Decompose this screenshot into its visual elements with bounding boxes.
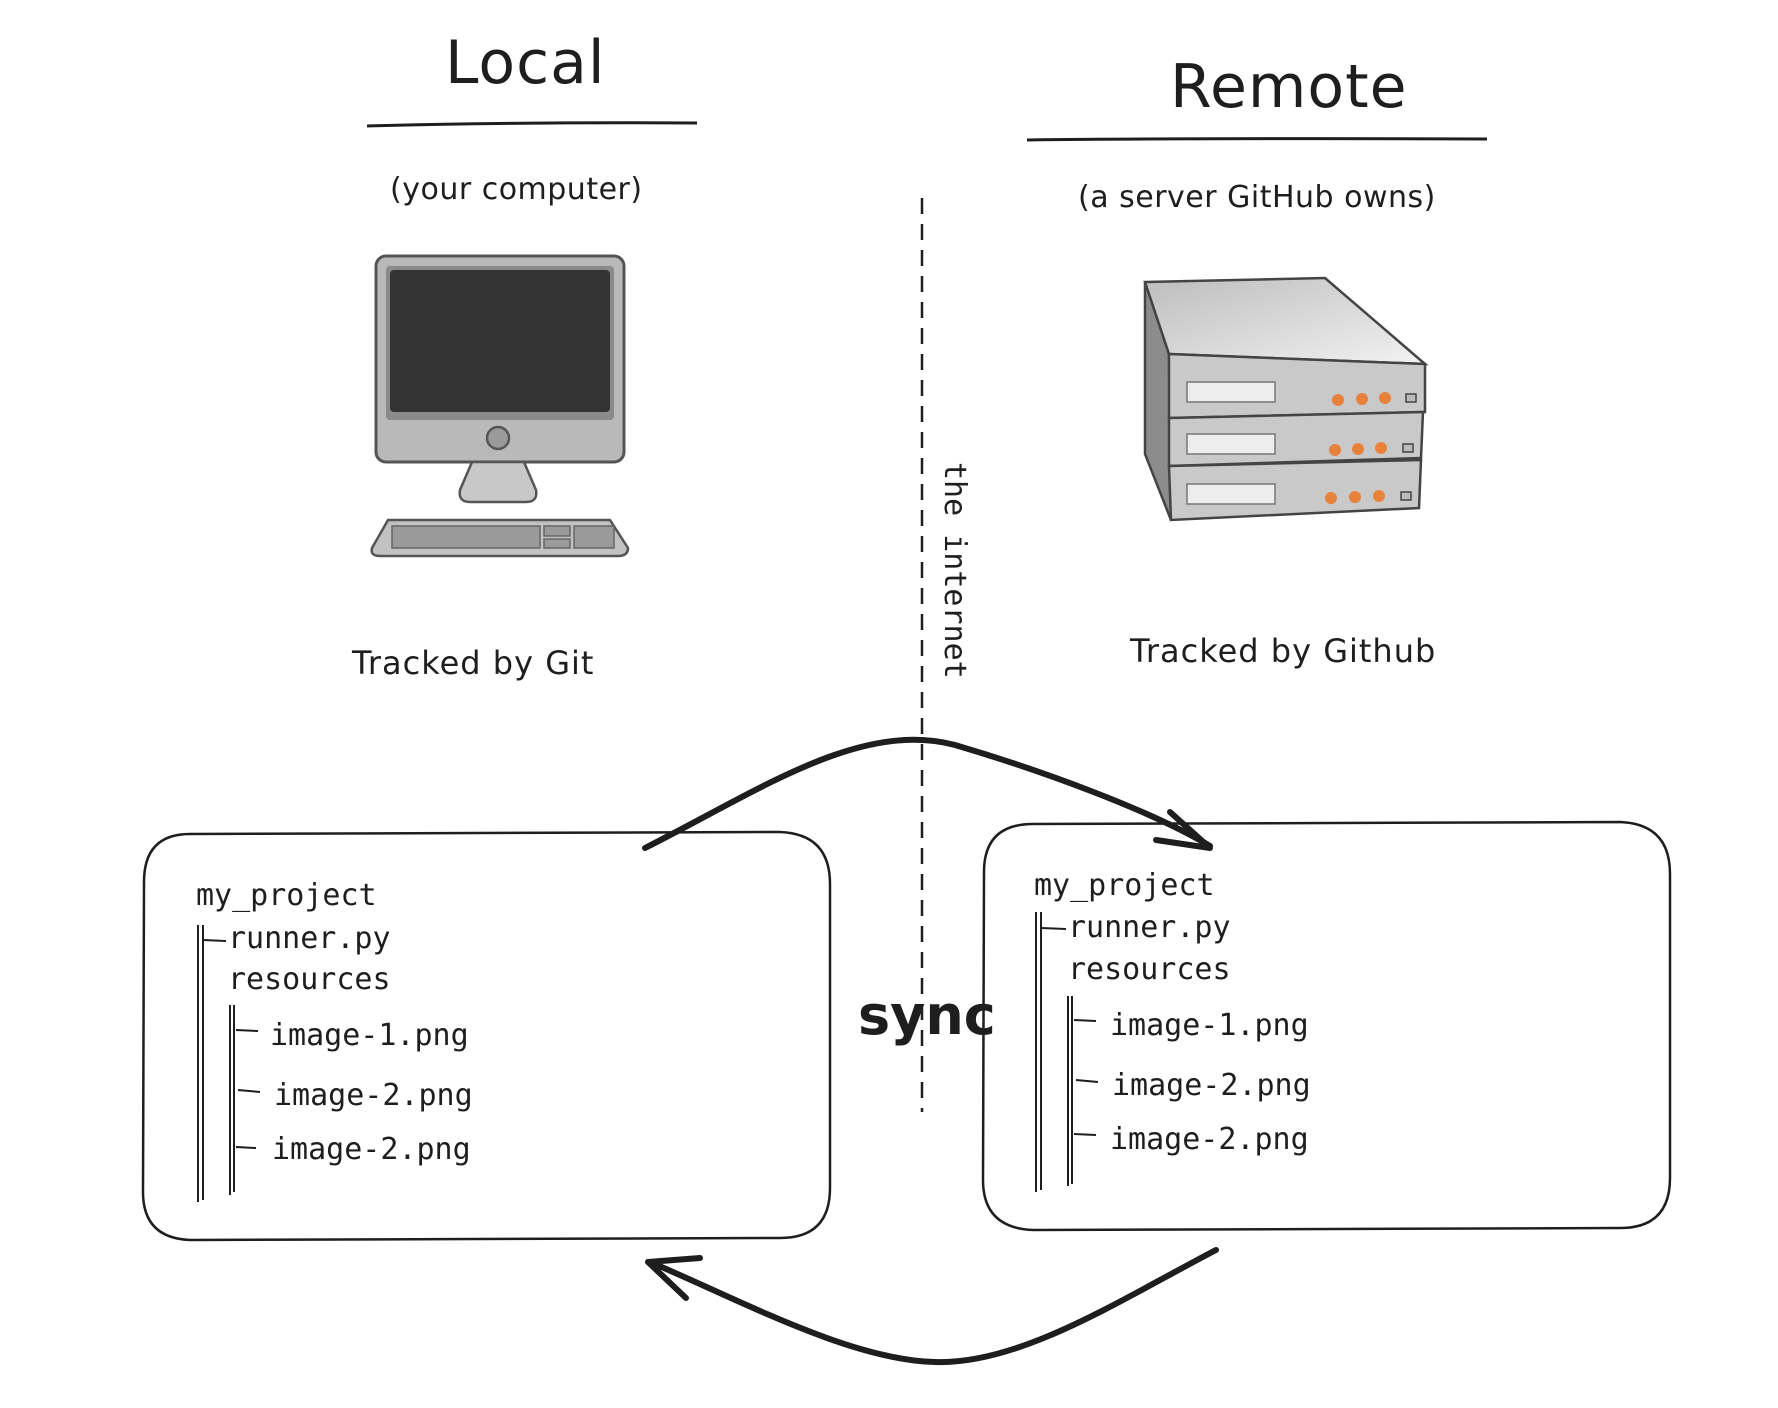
local-title: Local [445, 28, 606, 98]
desktop-computer-icon [370, 254, 630, 558]
internet-label: the internet [937, 462, 972, 679]
local-title-underline [366, 121, 698, 128]
tree-folder: resources [228, 962, 391, 997]
tree-folder: resources [1068, 952, 1231, 987]
remote-tree-lines [1035, 912, 1099, 1192]
remote-subtitle: (a server GitHub owns) [1078, 180, 1436, 215]
push-arrowhead [1153, 809, 1213, 851]
tree-child: image-1.png [1110, 1008, 1309, 1043]
local-tracked-label: Tracked by Git [352, 644, 595, 682]
push-arrow [642, 736, 1213, 851]
tree-file: runner.py [228, 921, 391, 956]
pull-arrow [647, 1247, 1219, 1366]
tree-child: image-2.png [272, 1132, 471, 1167]
local-tree-lines [197, 925, 261, 1202]
tree-child: image-2.png [274, 1078, 473, 1113]
tree-root: my_project [196, 878, 377, 913]
remote-title-underline [1026, 137, 1488, 142]
server-stack-icon [1143, 276, 1429, 522]
tree-file: runner.py [1068, 910, 1231, 945]
tree-child: image-2.png [1112, 1068, 1311, 1103]
tree-child: image-1.png [270, 1018, 469, 1053]
remote-project-box [981, 820, 1672, 1232]
local-subtitle: (your computer) [390, 172, 643, 207]
tree-child: image-2.png [1110, 1122, 1309, 1157]
remote-title: Remote [1170, 52, 1408, 122]
tree-root: my_project [1034, 868, 1215, 903]
pull-arrowhead [645, 1255, 703, 1301]
sync-label: sync [858, 984, 996, 1047]
local-project-box [141, 830, 832, 1242]
remote-tracked-label: Tracked by Github [1130, 632, 1437, 670]
